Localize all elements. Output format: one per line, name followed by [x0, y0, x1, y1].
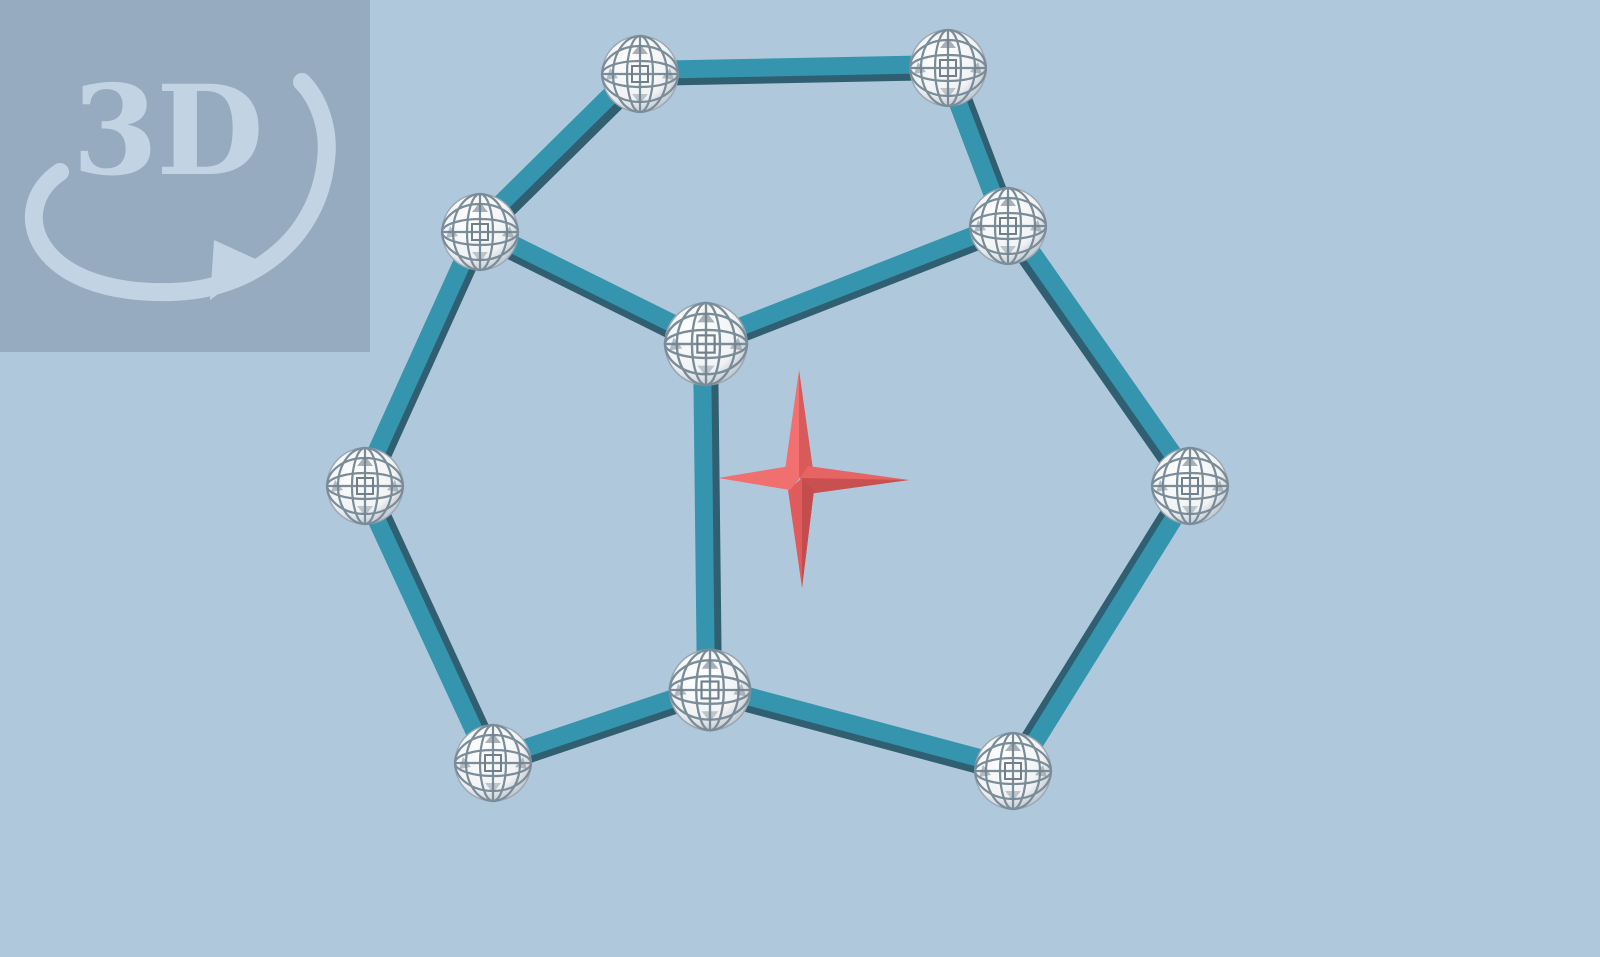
strut	[476, 219, 710, 349]
four-point-star-icon[interactable]	[718, 370, 909, 588]
3d-label: 3D	[72, 59, 264, 204]
strut	[1009, 481, 1202, 776]
strut	[1004, 218, 1202, 490]
3d-mode-badge[interactable]: 3D	[0, 0, 370, 352]
strut	[352, 228, 485, 490]
atom-node	[663, 301, 749, 387]
atom-node	[453, 723, 533, 803]
atom-node	[668, 648, 752, 732]
atom-node	[1150, 446, 1230, 526]
strut	[693, 343, 715, 691]
atom-node	[908, 28, 988, 108]
atom-node	[968, 186, 1048, 266]
atom-node	[973, 731, 1053, 811]
rotate-3d-arrow-icon	[24, 73, 336, 302]
atom-node	[600, 34, 680, 114]
strut	[707, 677, 1016, 776]
strut-shadows	[354, 56, 1201, 783]
strut	[352, 482, 498, 767]
atom-node	[440, 192, 520, 272]
atom-node	[325, 446, 405, 526]
strut	[639, 55, 949, 79]
strut	[702, 213, 1012, 349]
